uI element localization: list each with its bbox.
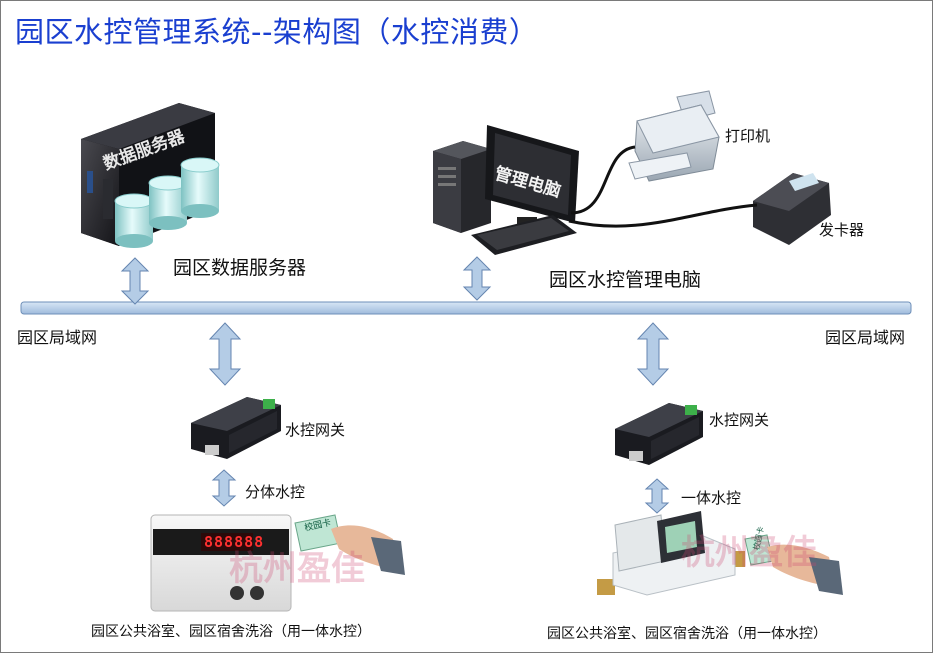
gateway-left-icon — [191, 397, 281, 459]
integrated-water-controller-icon — [597, 511, 745, 596]
split-water-controller-icon — [150, 514, 292, 612]
lan-label-right: 园区局域网 — [825, 328, 906, 347]
server-label: 园区数据服务器 — [173, 257, 307, 279]
arrow-lan-gateway-left — [208, 322, 242, 386]
device-right-caption: 园区公共浴室、园区宿舍洗浴（用一体水控） — [547, 626, 827, 642]
watermark-left: 杭州盈佳 — [229, 549, 365, 589]
integrated-link-label: 一体水控 — [681, 489, 742, 507]
gateway-right-label: 水控网关 — [709, 411, 770, 429]
data-server-icon — [81, 103, 220, 248]
pc-icon — [433, 125, 579, 255]
card-issuer-cable — [568, 203, 758, 228]
arrow-gateway-valve-right — [644, 478, 670, 514]
watermark-right: 杭州盈佳 — [681, 533, 817, 573]
pc-label: 园区水控管理电脑 — [549, 269, 702, 291]
meter-display: 888888 — [204, 533, 265, 551]
arrow-pc-lan — [462, 256, 492, 301]
page-title: 园区水控管理系统--架构图（水控消费） — [15, 15, 539, 49]
lan-bus — [20, 301, 912, 315]
gateway-left-label: 水控网关 — [285, 421, 346, 439]
card-hand-right-icon — [744, 534, 843, 595]
card-hand-left-icon — [294, 514, 405, 575]
arrow-server-lan — [120, 257, 150, 305]
device-left-caption: 园区公共浴室、园区宿舍洗浴（用一体水控） — [91, 624, 371, 640]
printer-label: 打印机 — [725, 127, 771, 145]
printer-icon — [628, 90, 720, 182]
gateway-right-icon — [615, 403, 703, 465]
arrow-lan-gateway-right — [636, 322, 670, 386]
split-link-label: 分体水控 — [245, 483, 306, 501]
card-issuer-label: 发卡器 — [819, 221, 865, 239]
arrow-gateway-valve-left — [211, 469, 237, 507]
card-issuer-icon — [753, 173, 831, 245]
printer-cable — [570, 145, 636, 215]
lan-label-left: 园区局域网 — [17, 328, 98, 347]
